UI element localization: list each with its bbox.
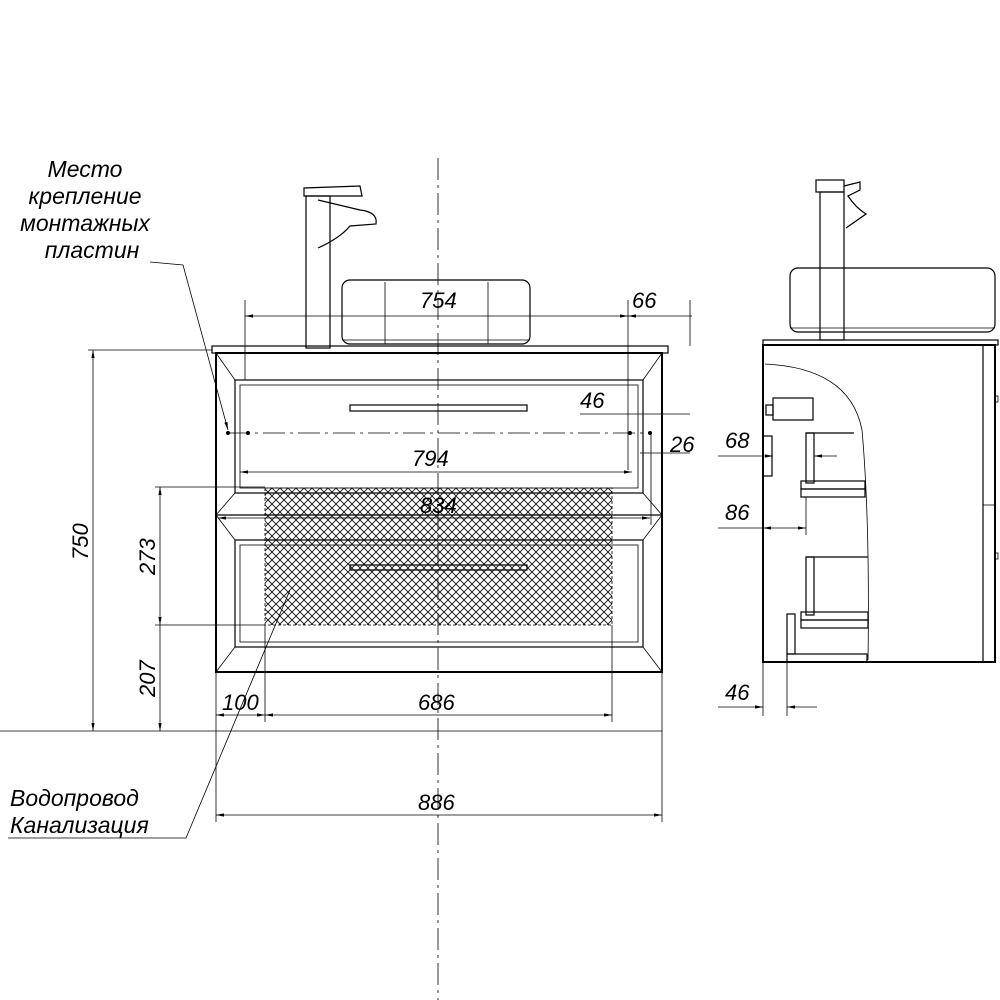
faucet-front [303, 185, 377, 349]
dim-754: 754 [420, 288, 457, 313]
side-dimension-lines [718, 454, 837, 716]
basin-front [341, 279, 531, 345]
drawer-handle [349, 564, 528, 571]
label-line: монтажных [20, 210, 151, 236]
drawer-handle [349, 404, 528, 412]
dim-86: 86 [725, 500, 750, 525]
label-line: Место [48, 156, 123, 182]
cabinet-front [215, 352, 663, 673]
label-line: Водопровод [10, 785, 139, 811]
mounting-leader [149, 261, 229, 431]
label-line: Канализация [10, 812, 149, 838]
dim-794: 794 [412, 446, 449, 471]
dim-68: 68 [725, 428, 750, 453]
dim-886: 886 [418, 790, 455, 815]
plumbing-label: Водопровод Канализация [10, 785, 149, 838]
dim-207: 207 [135, 660, 160, 698]
dim-46-side: 46 [725, 680, 750, 705]
dim-686: 686 [418, 690, 455, 715]
dim-46: 46 [580, 388, 605, 413]
label-line: крепление [28, 183, 141, 209]
countertop [211, 345, 669, 354]
plumbing-leader [8, 589, 291, 839]
dim-66: 66 [632, 288, 657, 313]
dim-26: 26 [669, 432, 695, 457]
dim-834: 834 [420, 493, 457, 518]
drawer-swing-arc [764, 363, 869, 661]
dim-100: 100 [222, 690, 259, 715]
cabinet-side [762, 344, 996, 663]
faucet-side [815, 179, 868, 341]
dimension-lines [91, 314, 692, 817]
dim-273: 273 [135, 538, 160, 576]
side-view: 68 86 46 [718, 179, 999, 716]
plumbing-zone-hatch [264, 487, 613, 626]
front-view: 754 66 46 26 794 834 750 273 207 100 686… [0, 156, 695, 839]
label-line: пластин [45, 237, 140, 263]
basin-side [789, 267, 996, 333]
mounting-label: Место крепление монтажных пластин [20, 156, 151, 263]
extension-lines [0, 300, 691, 822]
dim-750: 750 [68, 523, 93, 560]
